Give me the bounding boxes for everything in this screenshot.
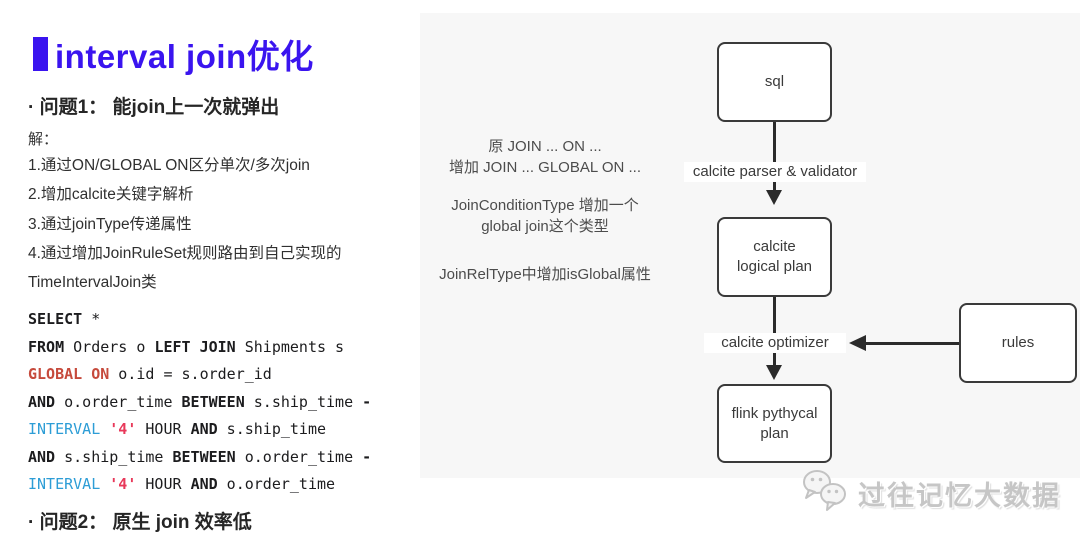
sql-code-line: AND s.ship_time BETWEEN o.order_time - <box>28 447 372 466</box>
problem1-heading: · 问题1： 能join上一次就弹出 <box>28 97 280 118</box>
arrow-logical-to-physical-line <box>773 297 776 367</box>
arrow-sql-to-logical-line <box>773 122 776 192</box>
solution-step-item: 3.通过joinType传递属性 <box>28 215 192 233</box>
watermark-text: 过往记忆大数据 <box>858 481 1061 511</box>
annotation-join-rel-type: JoinRelType中增加isGlobal属性 <box>439 266 651 283</box>
solution-step-item: TimeIntervalJoin类 <box>28 274 157 292</box>
annotation-join-syntax: 原 JOIN ... ON ...增加 JOIN ... GLOBAL ON .… <box>449 138 641 176</box>
wechat-icon <box>800 468 852 519</box>
watermark: 过往记忆大数据 <box>800 468 1061 519</box>
page-title: interval join优化 <box>33 30 314 78</box>
solution-step-item: 2.增加calcite关键字解析 <box>28 186 194 204</box>
sql-code-block: SELECT * FROM Orders o LEFT JOIN Shipment… <box>28 306 371 499</box>
title-accent-bar <box>33 37 48 71</box>
solution-label: 解： <box>28 131 59 148</box>
solution-step-item: 1.通过ON/GLOBAL ON区分单次/多次join <box>28 157 310 174</box>
sql-code-line: GLOBAL ON o.id = s.order_id <box>28 365 272 383</box>
problem2-heading: · 问题2： 原生 join 效率低 <box>28 512 252 533</box>
edge-label-parser-validator: calcite parser & validator <box>684 162 866 182</box>
sql-code-line: INTERVAL '4' HOUR AND s.ship_time <box>28 420 327 438</box>
arrow-sql-to-logical-head <box>766 190 782 205</box>
sql-code-line: AND o.order_time BETWEEN s.ship_time - <box>28 392 372 411</box>
sql-code-line: FROM Orders o LEFT JOIN Shipments s <box>28 337 345 356</box>
flowchart-panel: 原 JOIN ... ON ...增加 JOIN ... GLOBAL ON .… <box>420 13 1080 478</box>
arrow-rules-to-optimizer-head <box>849 335 866 351</box>
sql-code-line: INTERVAL '4' HOUR AND o.order_time <box>28 475 336 493</box>
node-rules: rules <box>959 303 1077 383</box>
node-sql: sql <box>717 42 832 122</box>
arrow-rules-to-optimizer-line <box>865 342 959 345</box>
solution-steps: 1.通过ON/GLOBAL ON区分单次/多次join 2.增加calcite关键… <box>28 151 342 297</box>
arrow-logical-to-physical-head <box>766 365 782 380</box>
edge-label-optimizer: calcite optimizer <box>704 333 846 353</box>
solution-step-item: 4.通过增加JoinRuleSet规则路由到自己实现的 <box>28 244 342 262</box>
page-title-text: interval join优化 <box>55 38 314 75</box>
sql-code-line: SELECT * <box>28 310 101 328</box>
